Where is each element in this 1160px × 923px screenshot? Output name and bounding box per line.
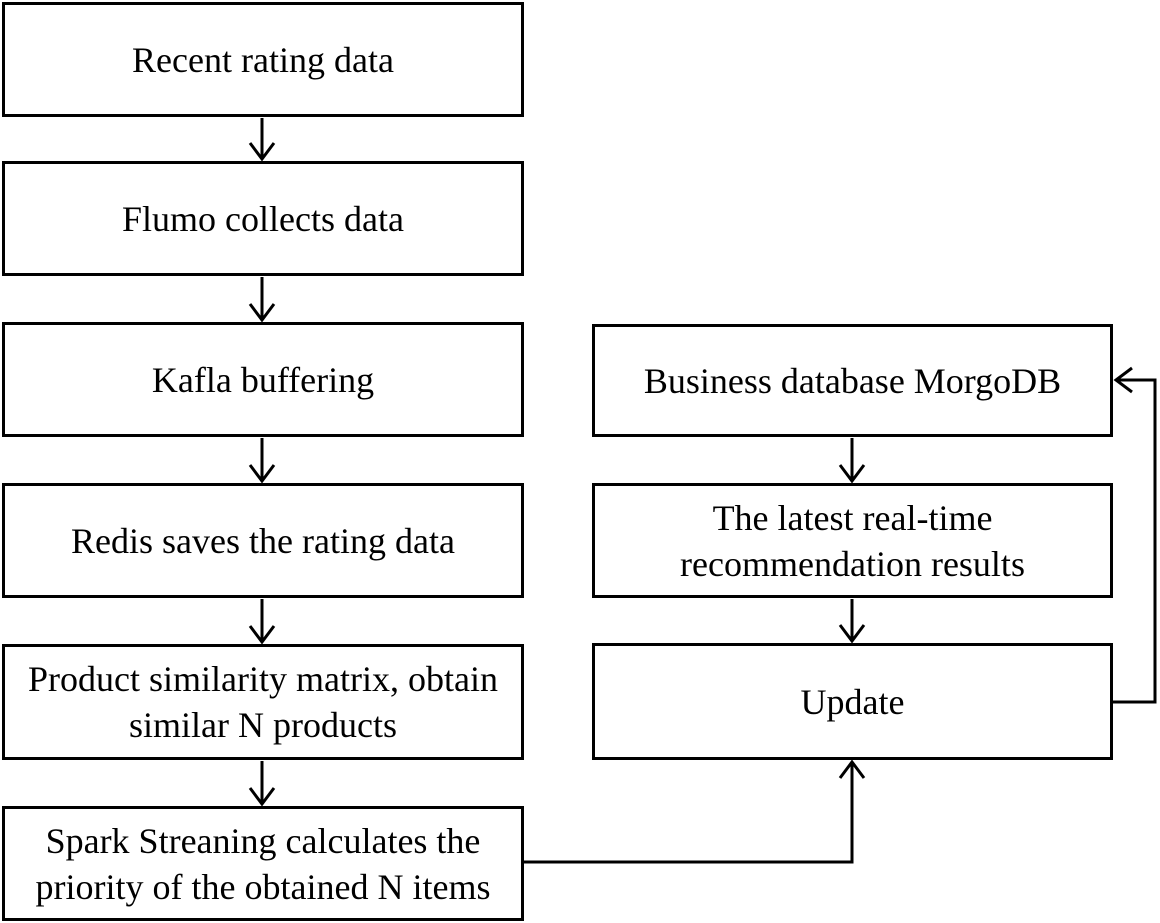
box-flumo-collects-data: Flumo collects data — [2, 161, 524, 276]
box-kafla-buffering-label: Kafla buffering — [151, 359, 375, 400]
arrow-spark-to-update — [524, 759, 866, 864]
box-redis-saves-rating-data-label: Redis saves the rating data — [71, 520, 455, 561]
box-product-similarity-matrix-label: Product similarity matrix, obtain simila… — [28, 659, 498, 745]
box-product-similarity-matrix: Product similarity matrix, obtain simila… — [2, 644, 524, 760]
box-redis-saves-rating-data: Redis saves the rating data — [2, 483, 524, 598]
box-spark-streaning-priority: Spark Streaning calculates the priority … — [2, 806, 524, 921]
box-latest-recommendation-results: The latest real-time recommendation resu… — [592, 483, 1113, 598]
box-business-database-morgodb: Business database MorgoDB — [592, 324, 1113, 437]
box-flumo-collects-data-label: Flumo collects data — [122, 198, 404, 239]
arrow-flumo-to-kafla — [248, 277, 276, 323]
box-business-database-morgodb-label: Business database MorgoDB — [643, 360, 1062, 401]
arrow-update-to-database-loop — [1113, 366, 1157, 704]
box-kafla-buffering: Kafla buffering — [2, 322, 524, 437]
box-latest-recommendation-results-label: The latest real-time recommendation resu… — [680, 497, 1025, 584]
box-recent-rating-data-label: Recent rating data — [132, 39, 394, 80]
arrow-redis-to-similarity — [248, 599, 276, 645]
box-spark-streaning-priority-label: Spark Streaning calculates the priority … — [35, 820, 491, 907]
arrow-database-to-results — [838, 438, 866, 484]
arrow-kafla-to-redis — [248, 438, 276, 484]
arrow-results-to-update — [838, 599, 866, 644]
box-update: Update — [592, 643, 1113, 760]
arrow-similarity-to-spark — [248, 761, 276, 807]
box-recent-rating-data: Recent rating data — [2, 2, 524, 117]
box-update-label: Update — [800, 681, 905, 722]
arrow-recent-to-flumo — [248, 118, 276, 162]
